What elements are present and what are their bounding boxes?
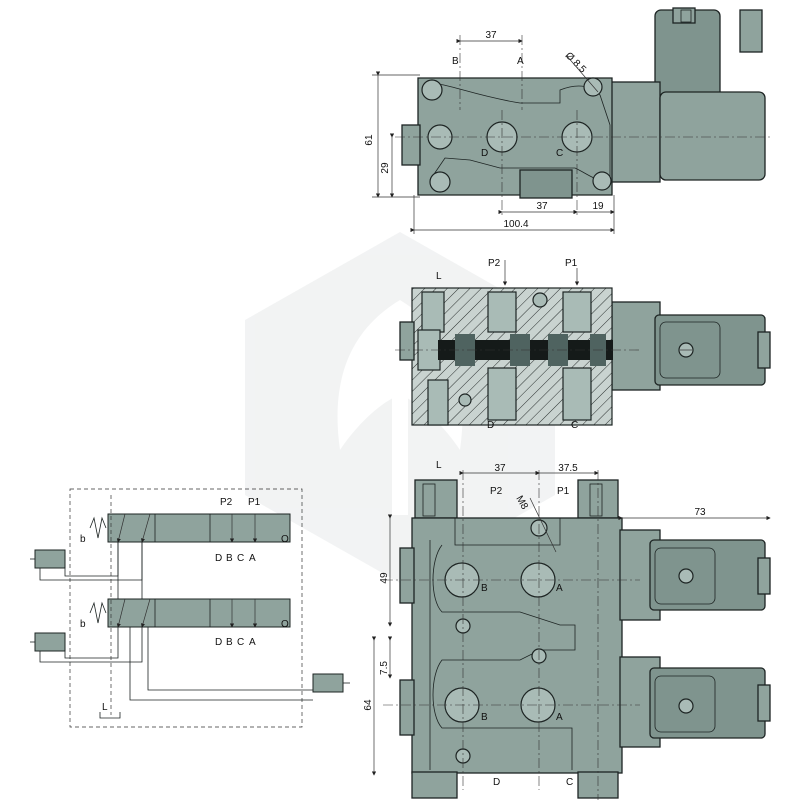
schematic-label-p1: P1: [248, 497, 261, 508]
dim-37: 37: [494, 463, 506, 474]
port-label-p2: P2: [488, 258, 501, 269]
port-label-c: C: [556, 148, 563, 159]
schematic-label-p2: P2: [220, 497, 233, 508]
port-label-l: L: [436, 271, 442, 282]
schematic-label-b-lower: b: [80, 619, 86, 630]
dim-29: 29: [380, 162, 391, 174]
port-label-b-lower: B: [481, 712, 488, 723]
schematic-label-o-lower: O: [281, 619, 289, 630]
port-label-p1: P1: [557, 486, 570, 497]
dim-hole-diameter: Ø 8.5: [563, 50, 588, 75]
port-label-b: B: [452, 56, 459, 67]
schematic-port-a-upper: A: [249, 553, 256, 564]
port-label-d: D: [487, 420, 494, 431]
port-label-b-upper: B: [481, 583, 488, 594]
port-label-a-upper: A: [556, 583, 563, 594]
dim-64: 64: [363, 699, 374, 711]
schematic-port-b-upper: B: [226, 553, 233, 564]
dim-73: 73: [694, 507, 706, 518]
port-label-c: C: [566, 777, 573, 788]
port-label-p2: P2: [490, 486, 503, 497]
top-view: 37 Ø 8.5 61 29 37 19 100.4 B A D C: [364, 7, 770, 234]
schematic-port-c-upper: C: [237, 553, 244, 564]
dim-37-bottom: 37: [536, 201, 548, 212]
schematic-port-b-lower: B: [226, 637, 233, 648]
schematic-port-c-lower: C: [237, 637, 244, 648]
dim-37-5: 37.5: [558, 463, 578, 474]
schematic-label-b-upper: b: [80, 534, 86, 545]
port-label-d: D: [493, 777, 500, 788]
hydraulic-schematic: b O P2 P1 D B C A b O D B C A: [30, 488, 350, 728]
dim-37-top: 37: [485, 30, 497, 41]
port-label-c: C: [571, 420, 578, 431]
dim-49: 49: [379, 572, 390, 584]
schematic-port-d-lower: D: [215, 637, 222, 648]
dim-61: 61: [364, 134, 375, 146]
port-label-a: A: [517, 56, 524, 67]
port-label-d: D: [481, 148, 488, 159]
section-view: L P2 P1 D C: [395, 258, 771, 431]
port-label-p1: P1: [565, 258, 578, 269]
schematic-port-a-lower: A: [249, 637, 256, 648]
schematic-label-l: L: [102, 702, 108, 713]
dim-100-4: 100.4: [503, 219, 528, 230]
dim-7-5: 7.5: [379, 661, 390, 675]
schematic-port-d-upper: D: [215, 553, 222, 564]
schematic-label-o-upper: O: [281, 534, 289, 545]
port-label-a-lower: A: [556, 712, 563, 723]
port-label-l: L: [436, 460, 442, 471]
dim-19: 19: [592, 201, 604, 212]
stack-view: 37 37.5 73 49 7.5 64 M8 L P2 P1 B A B A …: [363, 460, 771, 800]
